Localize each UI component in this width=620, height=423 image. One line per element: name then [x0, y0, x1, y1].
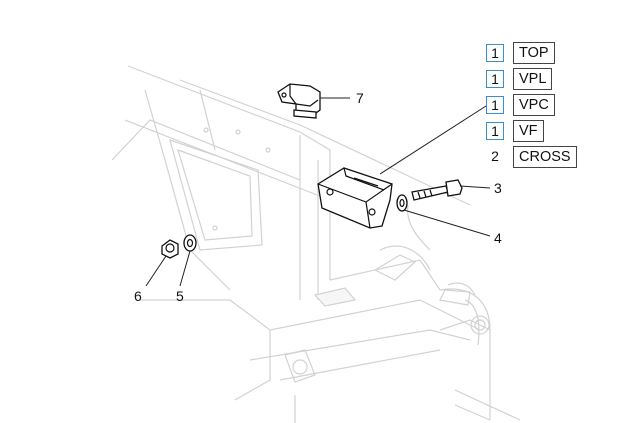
callout-5: 5 [176, 288, 184, 304]
part-4-washer [396, 194, 408, 212]
part-6-nut [161, 239, 179, 259]
control-unit [317, 167, 393, 229]
part-5-washer [183, 234, 197, 252]
part-3-bolt [411, 179, 463, 201]
legend-qty: 1 [486, 96, 504, 114]
legend-qty: 1 [486, 70, 504, 88]
legend-variant-label: TOP [513, 42, 555, 64]
legend-variant-label: VF [513, 120, 544, 142]
leader-line-4 [403, 209, 491, 237]
leader-line-6 [145, 255, 167, 287]
leader-line-3 [459, 185, 491, 189]
callout-3: 3 [494, 180, 502, 196]
leader-line-legend [379, 105, 487, 175]
part-7-bracket [277, 83, 321, 119]
legend-variant-label: VPC [513, 94, 555, 116]
legend-qty: 1 [486, 122, 504, 140]
legend-qty: 2 [491, 148, 499, 164]
legend-qty: 1 [486, 44, 504, 62]
callout-7: 7 [356, 90, 364, 106]
callout-6: 6 [134, 288, 142, 304]
callout-4: 4 [494, 230, 502, 246]
legend-variant-label: VPL [513, 68, 553, 90]
legend-variant-label: CROSS [513, 146, 577, 168]
leader-line-5 [179, 250, 191, 287]
vehicle-frame-background [111, 65, 521, 423]
